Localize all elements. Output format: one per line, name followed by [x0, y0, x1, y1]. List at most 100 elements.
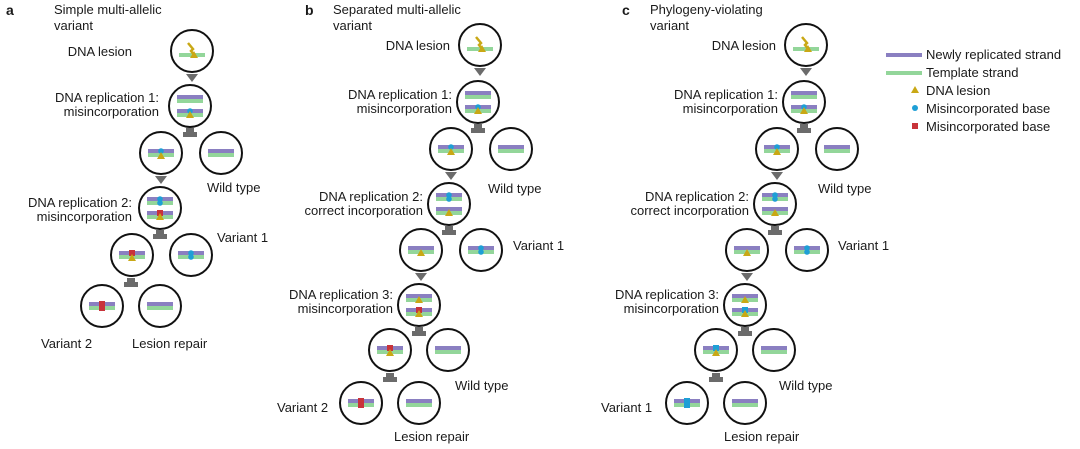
fork-connector [186, 128, 194, 133]
new-strand [406, 399, 432, 403]
lesion-triangle-icon [474, 107, 482, 114]
new-strand [761, 346, 787, 350]
node-circle [782, 80, 826, 124]
template-strand [406, 403, 432, 407]
template-strand [465, 95, 491, 99]
dna-node [459, 228, 503, 272]
new-strand [498, 145, 524, 149]
new-strand [732, 399, 758, 403]
legend: Newly replicated strand Template strand … [886, 47, 1061, 134]
legend-label: Misincorporated base [926, 101, 1050, 116]
arrow-down-icon [474, 68, 486, 76]
misincorporated-dot-icon [188, 254, 194, 260]
label-replication-detail: misincorporation [624, 301, 719, 316]
node-circle [753, 182, 797, 226]
fork-connector [800, 124, 808, 129]
dna-node [368, 328, 412, 372]
misincorporated-dot-icon [772, 196, 778, 202]
lesion-triangle-icon [741, 296, 749, 303]
template-strand [177, 99, 203, 103]
template-strand [208, 153, 234, 157]
dna-node [456, 80, 500, 124]
new-strand [824, 145, 850, 149]
legend-label: Template strand [926, 65, 1019, 80]
label-replication-detail: misincorporation [298, 301, 393, 316]
label-variant: Variant 2 [277, 400, 328, 415]
misincorporated-dot-icon [188, 250, 194, 256]
arrow-down-icon [155, 176, 167, 184]
lesion-triangle-icon [186, 111, 194, 118]
fork-connector [127, 278, 135, 283]
dna-node [168, 84, 212, 128]
label-variant: Variant 1 [601, 400, 652, 415]
template-strand [732, 403, 758, 407]
new-strand [465, 91, 491, 95]
fork-connector [741, 327, 749, 332]
dna-node [397, 381, 441, 425]
legend-dot-icon [912, 105, 918, 111]
lesion-triangle-icon [445, 209, 453, 216]
misincorporated-dot-icon [158, 148, 164, 154]
lesion-triangle-icon [415, 310, 423, 317]
legend-label: Misincorporated base [926, 119, 1050, 134]
misincorporated-dot-icon [157, 200, 163, 206]
label-replication-detail: correct incorporation [631, 203, 750, 218]
template-strand [791, 95, 817, 99]
label-dna-lesion: DNA lesion [386, 38, 450, 53]
fork-connector [442, 230, 456, 235]
label-lesion-repair: Lesion repair [394, 429, 470, 444]
misincorporated-bar-icon [358, 398, 364, 408]
lesion-triangle-icon [478, 45, 486, 52]
template-strand [147, 306, 173, 310]
misincorporated-dot-icon [478, 249, 484, 255]
label-replication: DNA replication 2: [319, 189, 423, 204]
dna-node [138, 284, 182, 328]
fork-connector [386, 373, 394, 378]
misincorporated-dot-icon [446, 196, 452, 202]
misincorporated-square-icon [387, 345, 393, 351]
dna-node [80, 284, 124, 328]
lesion-triangle-icon [804, 45, 812, 52]
label-replication-detail: misincorporation [37, 209, 132, 224]
fork-connector [153, 234, 167, 239]
label-wild-type: Wild type [455, 378, 508, 393]
panel-letter: a [6, 2, 14, 18]
lesion-triangle-icon [156, 213, 164, 220]
dna-node [694, 328, 738, 372]
label-replication-detail: misincorporation [683, 101, 778, 116]
fork-connector [712, 373, 720, 378]
label-lesion-repair: Lesion repair [724, 429, 800, 444]
fork-connector [797, 128, 811, 133]
label-replication: DNA replication 2: [645, 189, 749, 204]
misincorporated-bar-icon [684, 398, 690, 408]
label-replication: DNA replication 1: [674, 87, 778, 102]
dna-node [753, 182, 797, 226]
misincorporated-dot-icon [804, 245, 810, 251]
misincorporated-dot-icon [478, 245, 484, 251]
arrow-down-icon [445, 172, 457, 180]
legend-swatch-template-strand [886, 71, 922, 75]
panel-b: b Separated multi-allelic variant DNA le… [277, 2, 564, 444]
dna-node [339, 381, 383, 425]
dna-node [725, 228, 769, 272]
panel-title: Simple multi-allelic [54, 2, 162, 17]
misincorporated-bar-icon [99, 301, 105, 311]
misincorporated-dot-icon [804, 249, 810, 255]
dna-node [170, 29, 214, 73]
lesion-triangle-icon [773, 148, 781, 155]
misincorporated-dot-icon [774, 144, 780, 150]
arrow-down-icon [771, 172, 783, 180]
template-strand [761, 350, 787, 354]
new-strand [177, 95, 203, 99]
lesion-triangle-icon [417, 249, 425, 256]
lesion-triangle-icon [800, 107, 808, 114]
label-variant: Variant 2 [41, 336, 92, 351]
fork-connector [445, 226, 453, 231]
lesion-triangle-icon [415, 296, 423, 303]
legend-swatch-new-strand [886, 53, 922, 57]
label-dna-lesion: DNA lesion [712, 38, 776, 53]
panel-letter: c [622, 2, 630, 18]
arrow-down-icon [415, 273, 427, 281]
arrow-down-icon [186, 74, 198, 82]
